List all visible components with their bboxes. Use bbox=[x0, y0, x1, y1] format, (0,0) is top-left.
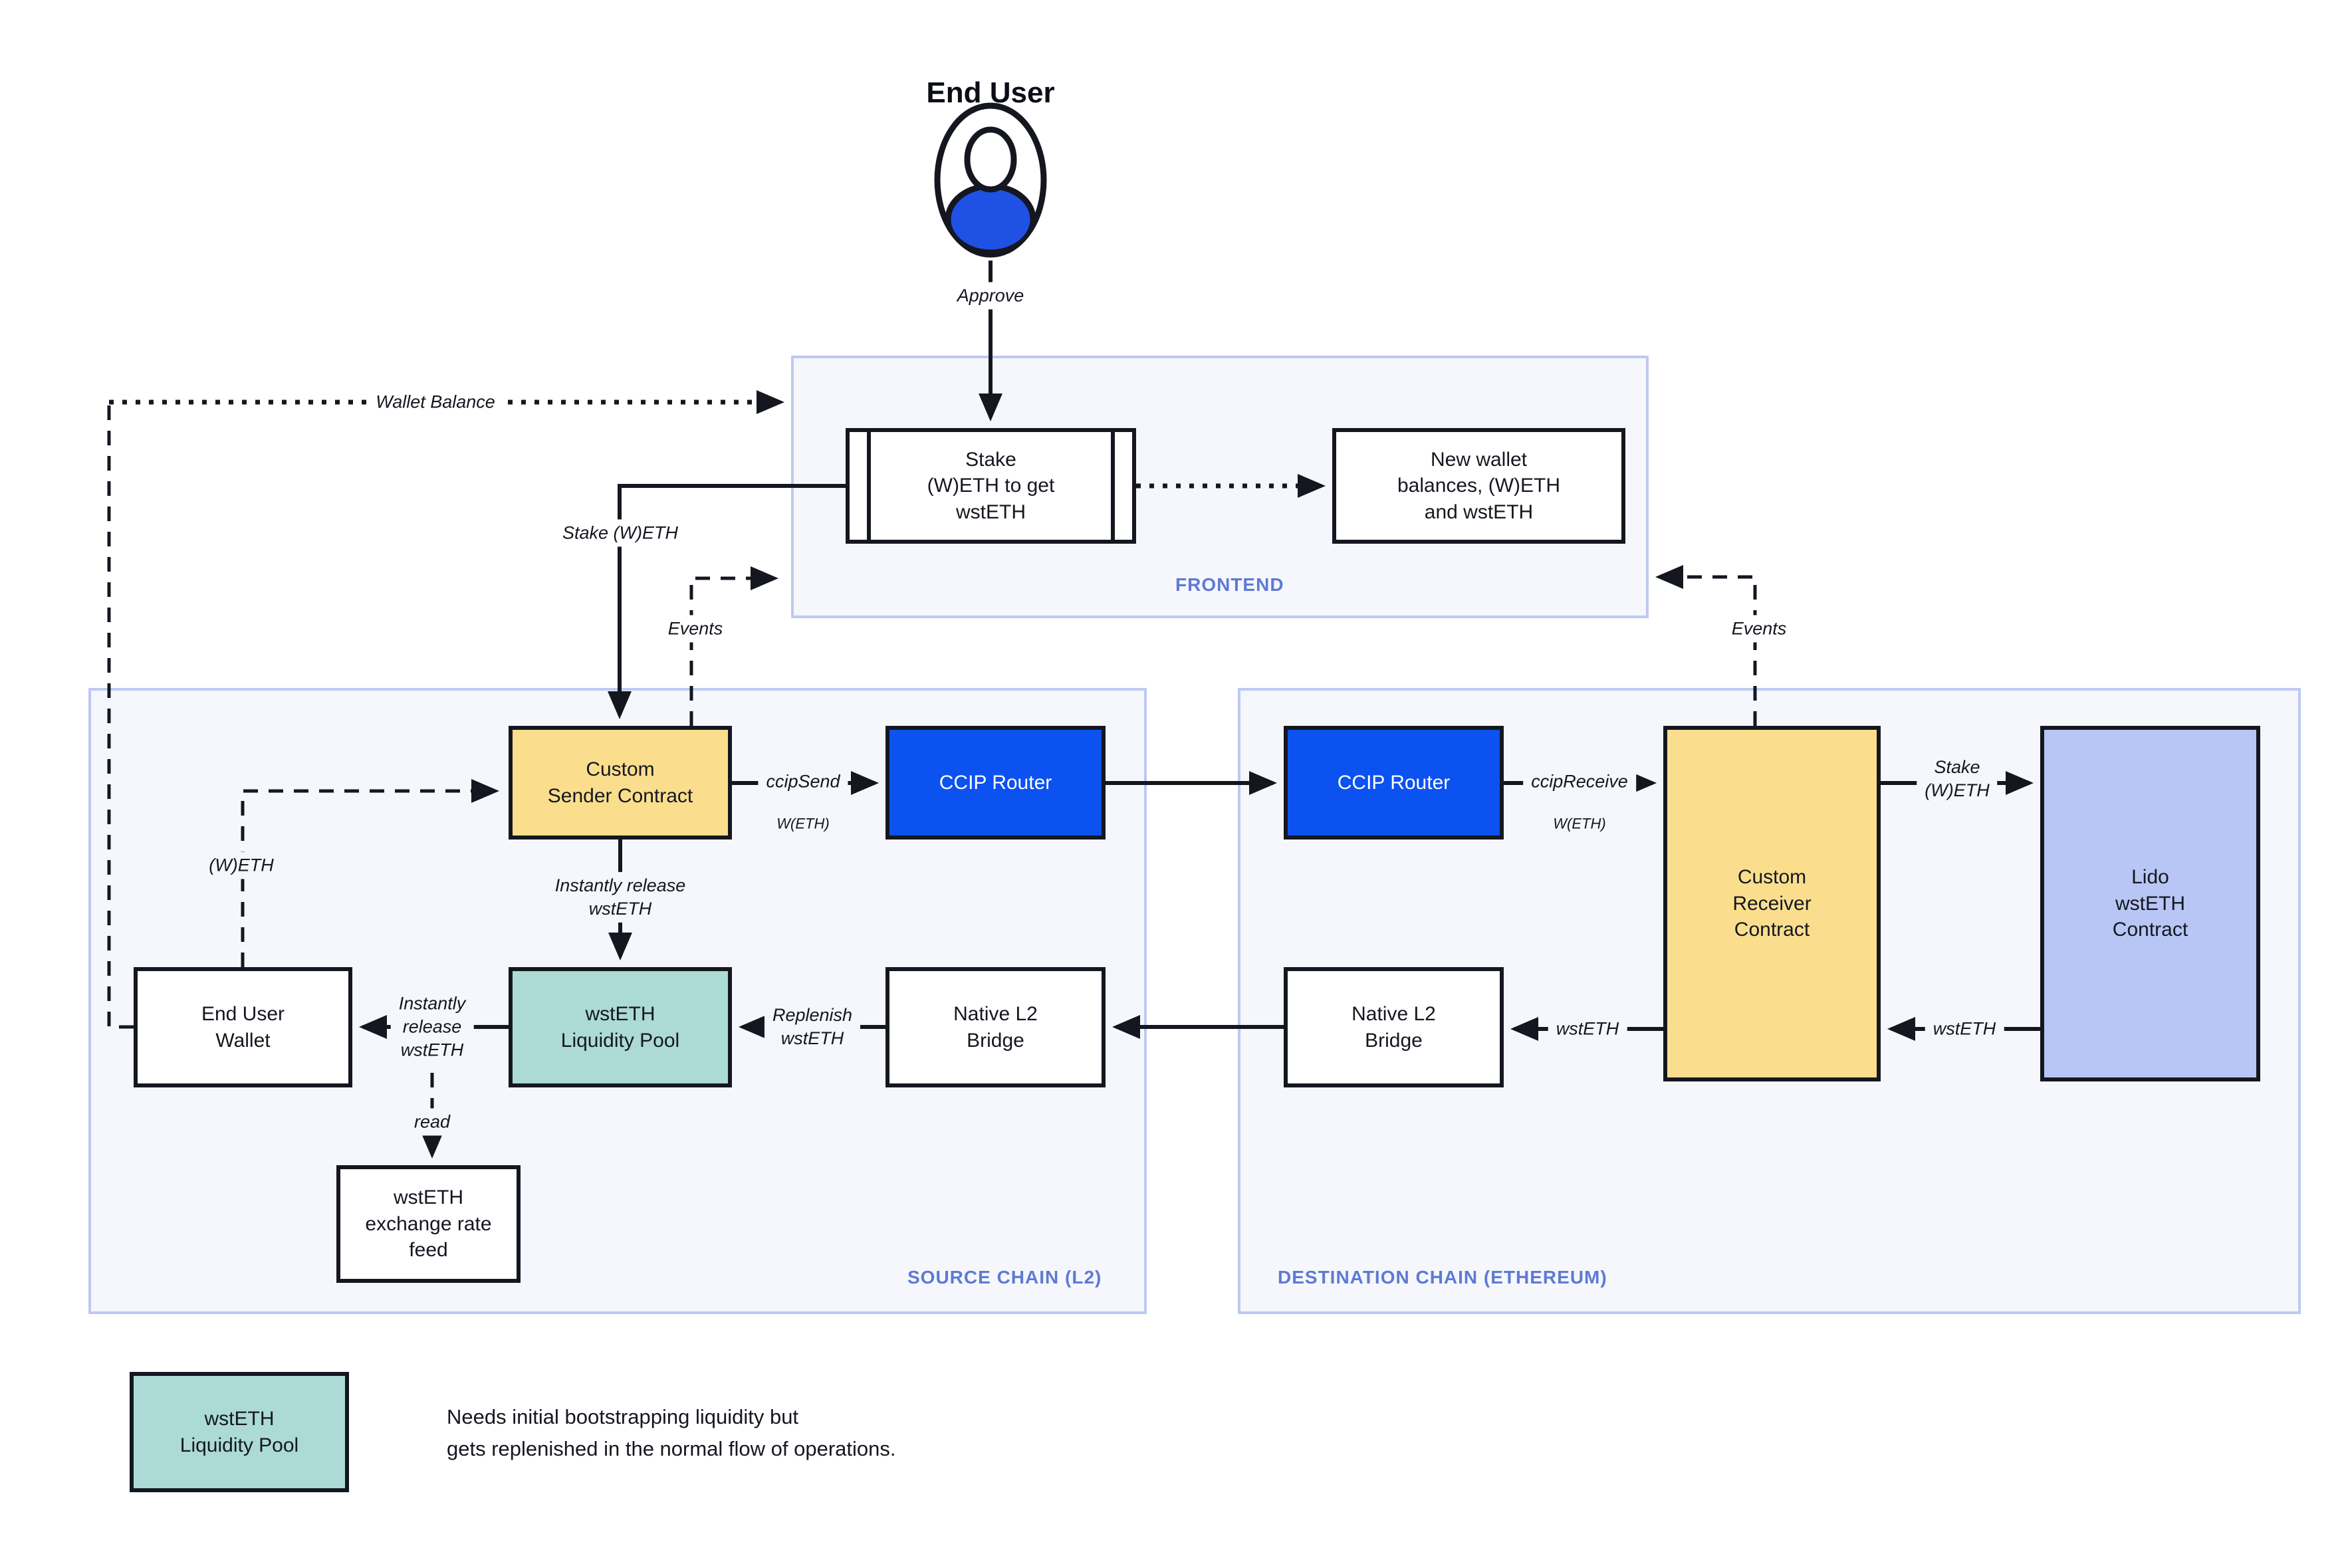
ccipsend-label: ccipSend bbox=[758, 768, 848, 796]
ccipsend-asset-label: W(ETH) bbox=[768, 812, 838, 836]
edge-weth-dashed bbox=[241, 779, 499, 967]
read-label: read bbox=[406, 1108, 459, 1136]
ccipreceive-label: ccipReceive bbox=[1523, 768, 1636, 796]
ccipreceive-asset-label: W(ETH) bbox=[1545, 812, 1614, 836]
native-l2-bridge-dest-box: Native L2 Bridge bbox=[1284, 967, 1504, 1087]
wsteth-exchange-rate-feed-box: wstETH exchange rate feed bbox=[336, 1165, 521, 1283]
edge-stake-weth bbox=[608, 484, 846, 719]
lido-wsteth-contract-box: Lido wstETH Contract bbox=[2040, 726, 2260, 1081]
edge-wallet-balance-vertical bbox=[107, 402, 134, 1029]
wsteth-from-lido-label: wstETH bbox=[1925, 1015, 2004, 1043]
instantly-release-wallet-label: Instantly release wstETH bbox=[390, 990, 474, 1064]
destination-chain-label: DESTINATION CHAIN (ETHEREUM) bbox=[1278, 1267, 1607, 1288]
native-l2-bridge-source-box: Native L2 Bridge bbox=[885, 967, 1106, 1087]
events-right-label: Events bbox=[1723, 615, 1795, 643]
custom-receiver-contract-box: Custom Receiver Contract bbox=[1663, 726, 1881, 1081]
wsteth-to-bridge-label: wstETH bbox=[1548, 1015, 1627, 1043]
frontend-label: FRONTEND bbox=[1175, 574, 1284, 595]
stake-weth-label: Stake (W)ETH bbox=[554, 519, 687, 547]
stake-weth-box: Stake (W)ETH to get wstETH bbox=[846, 428, 1136, 544]
events-left-label: Events bbox=[659, 615, 731, 643]
new-wallet-balances-box: New wallet balances, (W)ETH and wstETH bbox=[1332, 428, 1625, 544]
approve-label: Approve bbox=[949, 282, 1032, 310]
stake-weth-dest-label: Stake (W)ETH bbox=[1917, 753, 1998, 805]
legend-liquidity-pool-box: wstETH Liquidity Pool bbox=[130, 1372, 349, 1492]
legend-note: Needs initial bootstrapping liquidity bu… bbox=[447, 1405, 896, 1461]
ccip-router-source-box: CCIP Router bbox=[885, 726, 1106, 840]
edge-events-right bbox=[1655, 565, 1757, 726]
ccip-router-dest-box: CCIP Router bbox=[1284, 726, 1504, 840]
custom-sender-contract-box: Custom Sender Contract bbox=[509, 726, 732, 840]
instantly-release-label: Instantly release wstETH bbox=[546, 871, 694, 923]
edge-events-left bbox=[689, 566, 778, 726]
end-user-wallet-box: End User Wallet bbox=[134, 967, 352, 1087]
weth-label: (W)ETH bbox=[201, 851, 282, 879]
wallet-balance-label: Wallet Balance bbox=[368, 388, 503, 416]
replenish-label: Replenish wstETH bbox=[764, 1001, 861, 1053]
source-chain-label: SOURCE CHAIN (L2) bbox=[907, 1267, 1102, 1288]
wsteth-liquidity-pool-box: wstETH Liquidity Pool bbox=[509, 967, 732, 1087]
end-user-icon bbox=[934, 102, 1047, 258]
